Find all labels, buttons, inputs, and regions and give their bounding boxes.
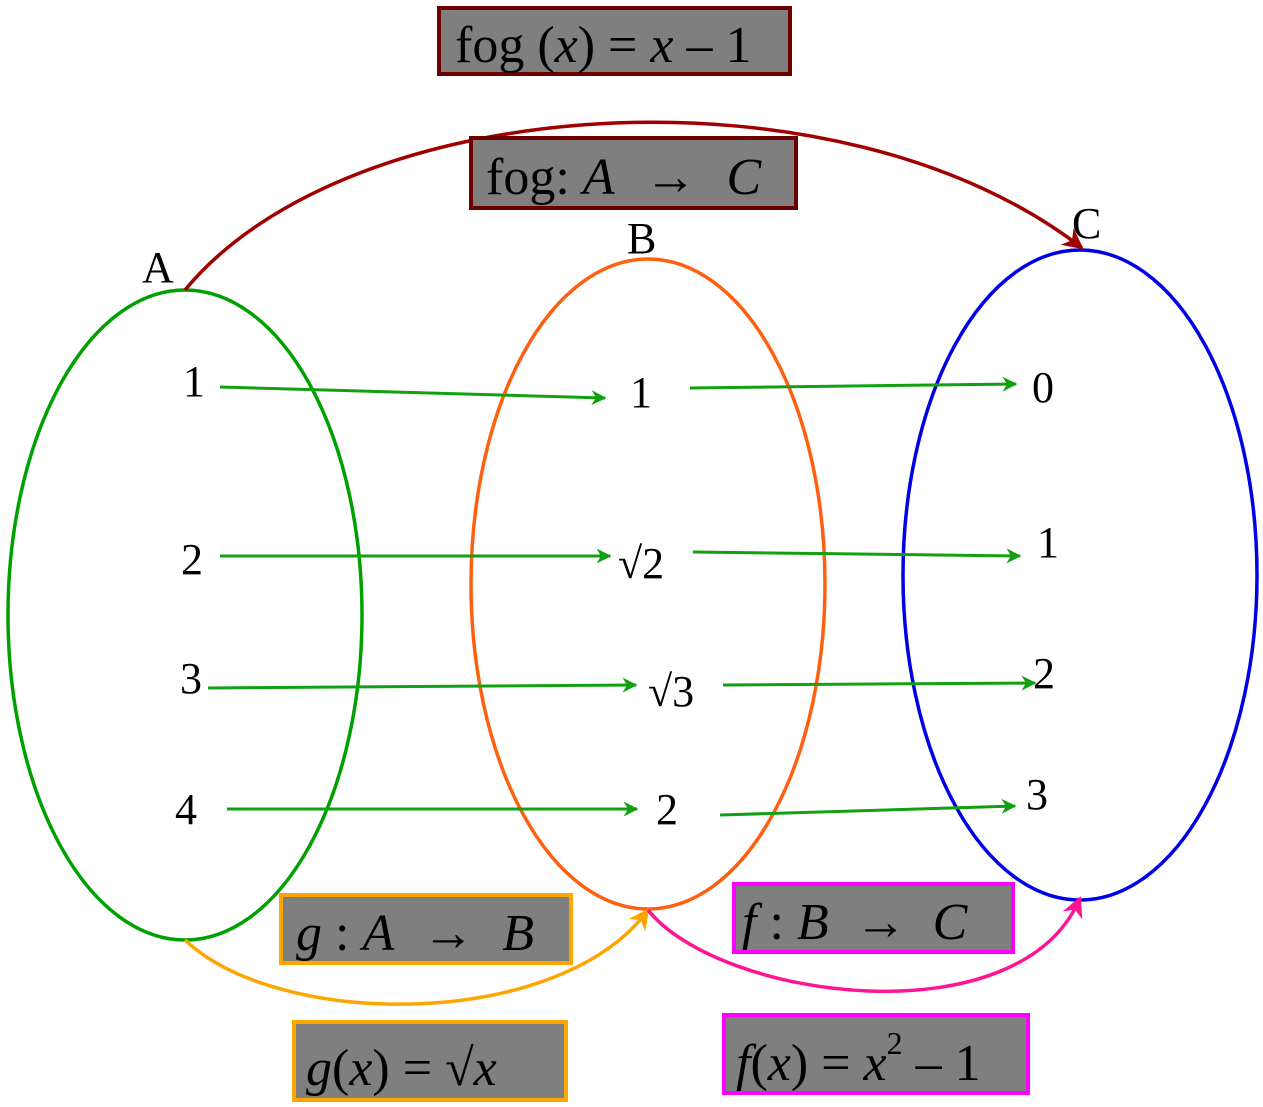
- fog-formula-text: fog (x) = x – 1: [455, 17, 751, 74]
- mapping-arrow-b-c: [689, 376, 1018, 392]
- set-b-element: 1: [630, 368, 652, 417]
- set-c-element: 1: [1037, 518, 1059, 567]
- set-b-element: 2: [656, 785, 678, 834]
- g-map-box: g : A→B: [279, 893, 573, 965]
- g-formula-box: g(x) = √x: [292, 1020, 568, 1102]
- set-a-element: 1: [183, 357, 205, 406]
- g-map-text: g : A→B: [296, 905, 534, 962]
- set-a-element: 4: [175, 785, 197, 834]
- mapping-arrow-b-c: [692, 548, 1022, 564]
- set-c-element: 2: [1033, 649, 1055, 698]
- set-b-element: √3: [648, 667, 694, 716]
- mapping-arrow-b-c: [719, 798, 1017, 817]
- mapping-arrow-a-b: [219, 385, 607, 406]
- g-formula-text: g(x) = √x: [306, 1040, 497, 1097]
- set-c-label: C: [1072, 199, 1101, 248]
- f-curve-arrow: [646, 896, 1083, 994]
- g-curve-arrow: [183, 908, 650, 1006]
- set-c-element: 3: [1026, 770, 1048, 819]
- f-map-box: f : B→C: [732, 882, 1015, 954]
- fog-map-text: fog: A→C: [486, 149, 763, 206]
- set-a-label: A: [142, 243, 174, 292]
- fog-curve-arrow: [183, 120, 1084, 292]
- f-formula-text: f(x) = x2 – 1: [736, 1025, 981, 1092]
- mapping-arrow-a-b: [207, 677, 638, 693]
- set-a-element: 2: [181, 535, 203, 584]
- f-formula-box: f(x) = x2 – 1: [722, 1013, 1030, 1095]
- set-b-label: B: [627, 214, 656, 263]
- set-a-element: 3: [180, 654, 202, 703]
- set-b-element: √2: [618, 539, 664, 588]
- f-map-text: f : B→C: [742, 894, 969, 951]
- fog-map-box: fog: A→C: [469, 136, 798, 210]
- mapping-arrow-b-c: [722, 675, 1037, 691]
- fog-formula-box: fog (x) = x – 1: [437, 6, 792, 76]
- set-c-ellipse: [901, 248, 1259, 902]
- set-c-element: 0: [1032, 363, 1054, 412]
